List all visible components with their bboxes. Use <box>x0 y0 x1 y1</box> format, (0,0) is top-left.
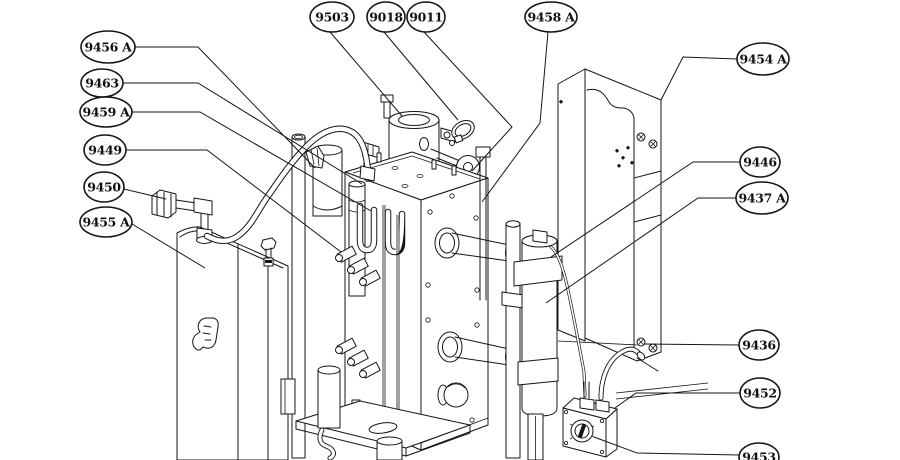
callout-bubble <box>309 1 355 33</box>
callout-label: 9463 <box>85 76 119 91</box>
machine-drawing <box>151 68 709 460</box>
inlet-hose <box>203 125 376 245</box>
callout-9436: 9436 <box>643 329 780 361</box>
leader-line <box>329 31 403 117</box>
callout-bubble <box>80 30 136 64</box>
bracket-screw-icon <box>636 337 658 353</box>
base-plate <box>295 365 471 460</box>
control-box <box>562 346 646 458</box>
callout-label: 9011 <box>409 10 443 25</box>
callout-label: 9456 A <box>84 40 132 55</box>
brand-logo-icon <box>192 317 219 351</box>
callout-label: 9459 A <box>82 105 130 120</box>
sensor-cable <box>549 245 587 398</box>
s-hook-icon <box>317 427 336 460</box>
cover-shroud <box>176 226 289 460</box>
callout-9452: 9452 <box>614 377 781 409</box>
check-valve-cluster-lower <box>335 337 381 379</box>
clamp-band <box>513 255 563 287</box>
leader-line <box>123 188 167 200</box>
inlet-cylinder <box>305 144 343 217</box>
callout-label: 9453 <box>742 450 776 460</box>
leader-line <box>643 343 740 346</box>
leader-line <box>550 161 740 258</box>
callout-label: 9449 <box>88 143 122 158</box>
callout-bubble <box>406 1 446 33</box>
callout-9455-a: 9455 A <box>79 206 206 269</box>
callout-9503: 9503 <box>309 1 403 117</box>
callout-bubble <box>83 171 125 203</box>
callout-label: 9454 A <box>739 52 787 67</box>
callout-bubble <box>524 1 578 33</box>
mounting-bolt-icon <box>260 237 277 267</box>
ball-knob-icon <box>437 382 469 408</box>
callout-9446: 9446 <box>550 146 781 258</box>
base-plate-edges <box>557 340 709 400</box>
callout-label: 9018 <box>369 10 403 25</box>
leader-line <box>593 436 740 456</box>
callout-bubble <box>79 96 133 128</box>
callout-9449: 9449 <box>83 134 342 253</box>
leader-line <box>614 392 740 409</box>
leader-line <box>383 31 459 121</box>
drain-hose <box>598 346 646 401</box>
fluid-manifold <box>335 146 513 451</box>
callout-9458-a: 9458 A <box>481 1 578 203</box>
callout-label: 9436 <box>742 338 776 353</box>
leader-line <box>134 46 316 169</box>
leader-line <box>481 31 549 203</box>
u-tubes <box>356 202 406 256</box>
bracket-screw-icon <box>636 132 658 149</box>
callout-label: 9437 A <box>738 191 786 206</box>
leader-line <box>660 56 738 101</box>
callout-9453: 9453 <box>593 436 780 460</box>
callout-bubble <box>739 377 781 409</box>
callout-label: 9458 A <box>527 10 575 25</box>
check-valve-cluster-upper <box>335 245 381 287</box>
callout-label: 9455 A <box>82 215 130 230</box>
callout-label: 9450 <box>87 180 121 195</box>
accumulator-cylinder <box>513 229 563 460</box>
callout-bubble <box>83 134 127 166</box>
riser-tube <box>501 220 525 459</box>
callout-9018: 9018 <box>366 1 459 121</box>
callout-bubble <box>738 442 780 460</box>
callout-bubble <box>735 181 789 215</box>
callout-layer: 9456 A 9463 9459 A 9449 9450 9455 A 9503 9018 90… <box>79 1 790 460</box>
clamp-band <box>517 357 559 386</box>
leader-line <box>132 111 372 212</box>
control-knob-icon <box>569 419 595 443</box>
callout-label: 9452 <box>743 386 777 401</box>
callout-9459-a: 9459 A <box>79 96 372 212</box>
callout-bubble <box>739 146 781 178</box>
callout-label: 9446 <box>743 155 777 170</box>
callout-9456-a: 9456 A <box>80 30 316 169</box>
leader-line <box>131 223 206 269</box>
callout-label: 9503 <box>315 10 349 25</box>
leader-line <box>423 31 513 172</box>
leader-line <box>545 197 736 304</box>
callout-9450: 9450 <box>83 171 167 203</box>
callout-bubble <box>79 206 133 238</box>
leader-line <box>126 149 342 253</box>
callout-9011: 9011 <box>406 1 513 172</box>
retaining-ring-icon <box>449 120 475 146</box>
mounting-bracket <box>557 68 662 372</box>
callout-bubble <box>736 42 790 76</box>
leader-line <box>123 82 363 185</box>
callout-9454-a: 9454 A <box>660 42 790 101</box>
callout-9437-a: 9437 A <box>545 181 789 304</box>
callout-bubble <box>738 329 780 361</box>
callout-bubble <box>366 1 406 33</box>
